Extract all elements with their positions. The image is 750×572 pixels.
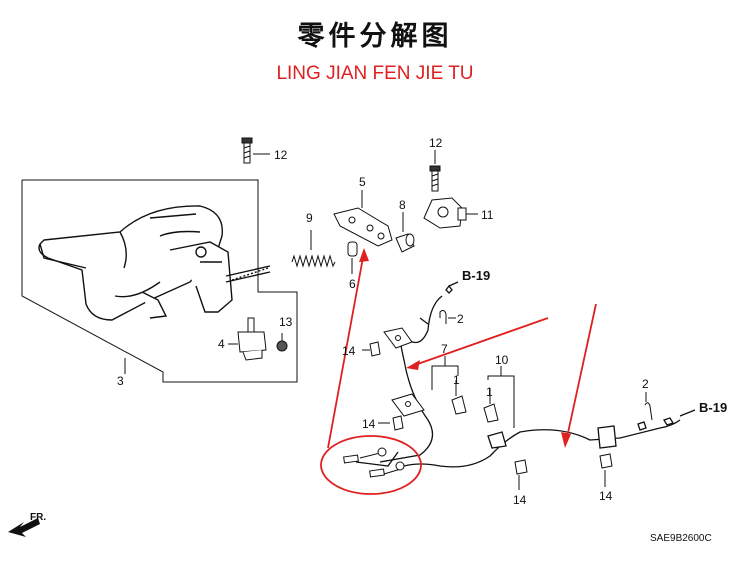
part-number-8: 8 xyxy=(399,198,406,212)
cable-bracket-left-upper xyxy=(383,327,413,349)
diagram-code: SAE9B2600C xyxy=(650,533,712,544)
part-number-3: 3 xyxy=(117,374,124,388)
part-number-6: 6 xyxy=(349,277,356,291)
part-number-14-bottom-right: 14 xyxy=(599,489,613,503)
bolt-icon-top-right xyxy=(429,150,441,192)
part-number-5: 5 xyxy=(359,175,366,189)
switch-bracket xyxy=(228,317,288,361)
callout-b19-right: B-19 xyxy=(699,400,727,415)
part-number-12-right: 12 xyxy=(429,136,443,150)
handbrake-lever xyxy=(38,205,271,321)
cable-right xyxy=(403,409,696,468)
clip-cable-end xyxy=(439,309,653,421)
part-number-10: 10 xyxy=(495,353,509,367)
direction-label: FR. xyxy=(30,512,46,523)
part-number-1-left: 1 xyxy=(453,373,460,387)
part-number-1-right: 1 xyxy=(486,385,493,399)
lever-assembly-outline xyxy=(21,179,298,383)
front-direction-arrow: FR. xyxy=(8,512,46,537)
part-number-2-top: 2 xyxy=(457,312,464,326)
clamp-left xyxy=(451,380,467,415)
part-number-14-bottom-mid: 14 xyxy=(513,493,527,507)
part-number-14-upper: 14 xyxy=(342,344,356,358)
callout-b19-left: B-19 xyxy=(462,268,490,283)
part-number-9: 9 xyxy=(306,211,313,225)
part-number-12-left: 12 xyxy=(274,148,288,162)
page-title: 零件分解图 xyxy=(297,21,453,52)
part-number-13: 13 xyxy=(279,315,293,329)
part-number-11: 11 xyxy=(481,208,494,222)
clamp-right xyxy=(483,388,499,423)
leader-lines xyxy=(124,349,606,490)
part-number-4: 4 xyxy=(218,337,225,351)
collar xyxy=(395,212,415,253)
nut-icons xyxy=(369,341,613,475)
bolt-icon-top-left xyxy=(241,137,270,164)
cable-bracket-left-lower xyxy=(391,393,425,417)
cable-left xyxy=(355,281,459,467)
equalizer-plate xyxy=(333,190,393,247)
page-subtitle: LING JIAN FEN JIE TU xyxy=(276,63,474,84)
cable-end-fittings xyxy=(343,447,405,478)
highlight-annotations xyxy=(320,248,597,495)
spring xyxy=(291,230,336,268)
part-number-14-lower: 14 xyxy=(362,417,376,431)
part-number-2-right: 2 xyxy=(642,377,649,391)
pin xyxy=(347,241,358,274)
guide-bracket xyxy=(423,197,478,229)
part-number-7: 7 xyxy=(441,342,448,356)
